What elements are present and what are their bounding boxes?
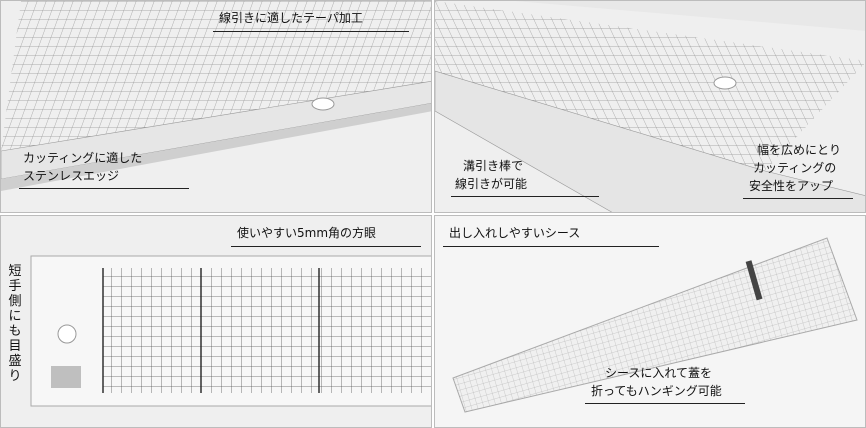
- panel-grid: 短手側にも目盛り 使いやすい5mm角の方眼: [0, 215, 432, 428]
- caption-edge-line1: カッティングに適した: [23, 151, 143, 165]
- panel-groove: 溝引き棒で 線引きが可能 幅を広めにとり カッティングの 安全性をアップ: [434, 0, 866, 213]
- panel-sheath: 出し入れしやすいシース シースに入れて蓋を 折ってもハンギング可能: [434, 215, 866, 428]
- ruler-photo-1: [1, 1, 431, 212]
- caption-width-line1: 幅を広めにとり: [757, 143, 842, 157]
- leader-line: [231, 246, 421, 247]
- caption-hanging-line2: 折ってもハンギング可能: [591, 384, 722, 398]
- leader-line: [585, 403, 745, 404]
- caption-taper: 線引きに適したテーパ加工: [219, 11, 363, 25]
- leader-line: [451, 196, 599, 197]
- leader-line: [443, 246, 659, 247]
- panel-tapered-edge: 線引きに適したテーパ加工 カッティングに適した ステンレスエッジ: [0, 0, 432, 213]
- caption-short-side-scale: 短手側にも目盛り: [8, 264, 22, 384]
- caption-width-line2: カッティングの: [753, 161, 837, 175]
- caption-edge-line2: ステンレスエッジ: [23, 169, 120, 183]
- caption-sheath: 出し入れしやすいシース: [449, 226, 581, 240]
- ruler-photo-3: [1, 216, 431, 427]
- caption-groove-line2: 線引きが可能: [455, 177, 528, 191]
- caption-grid: 使いやすい5mm角の方眼: [237, 226, 377, 240]
- caption-groove-line1: 溝引き棒で: [463, 159, 524, 173]
- caption-hanging-line1: シースに入れて蓋を: [605, 366, 713, 380]
- leader-line: [213, 31, 409, 32]
- caption-width-line3: 安全性をアップ: [749, 179, 834, 193]
- ruler-photo-4: [435, 216, 865, 427]
- leader-line: [19, 188, 189, 189]
- leader-line: [743, 198, 853, 199]
- ruler-photo-2: [435, 1, 865, 212]
